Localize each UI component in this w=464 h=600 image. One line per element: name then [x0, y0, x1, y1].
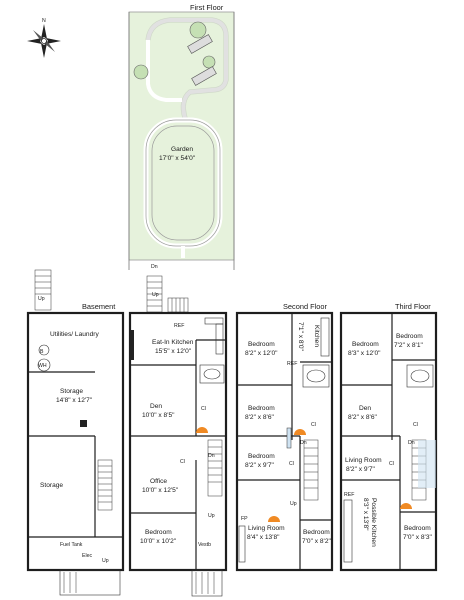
second-cl-label: Cl: [311, 422, 316, 428]
first-ref-label: REF: [174, 323, 184, 329]
first-room-2-name: Den: [150, 403, 162, 410]
basement-title: Basement: [82, 302, 115, 311]
third-room-1-name: Bedroom: [352, 341, 379, 348]
fireplace-marker-icon: [196, 427, 208, 433]
first-cl2-label: Cl: [180, 459, 185, 465]
first-up-label: Up: [208, 513, 215, 519]
compass-north-label: N: [42, 18, 46, 24]
basement-up-label: Up: [38, 296, 45, 302]
third-room-1-dims: 8'3" x 12'0": [348, 350, 381, 357]
tree-icon: [133, 64, 149, 80]
third-floor-title: Third Floor: [395, 302, 431, 311]
first-cl-label: Cl: [201, 406, 206, 412]
second-floor-title: Second Floor: [283, 302, 327, 311]
second-room-3-dims: 8'2" x 8'6": [245, 414, 274, 421]
second-up-label: Up: [290, 501, 297, 507]
third-room-6-name: Bedroom: [404, 525, 431, 532]
second-room-6-dims: 7'0" x 8'2": [302, 538, 331, 545]
third-room-6-dims: 7'0" x 8'3": [403, 534, 432, 541]
second-room-4-name: Bedroom: [248, 453, 275, 460]
third-dn-label: Dn: [408, 440, 415, 446]
third-room-2-name: Bedroom: [396, 333, 423, 340]
second-room-1-dims: 8'2" x 12'0": [245, 350, 278, 357]
second-room-2-name: Kitchen: [313, 325, 320, 347]
basement-fuel-label: Fuel Tank: [60, 542, 83, 548]
second-room-4-dims: 8'2" x 9'7": [245, 462, 274, 469]
garden-dims: 17'0" x 54'0": [159, 155, 196, 162]
garden-stair-dn-label: Dn: [151, 264, 158, 270]
basement-room-3-name: Storage: [40, 482, 63, 489]
first-room-4-dims: 10'0" x 10'2": [140, 538, 177, 545]
lounge-chair-icon: [187, 34, 213, 54]
first-room-3-dims: 10'0" x 12'5": [142, 487, 179, 494]
first-room-1-dims: 15'5" x 12'0": [155, 348, 192, 355]
first-room-1-name: Eat-In Kitchen: [152, 339, 194, 346]
tree-icon: [202, 55, 216, 69]
second-dn-label: Dn: [300, 440, 307, 446]
second-room-2-dims: 7'1" x 8'0": [297, 322, 304, 351]
basement-boiler-label: B: [40, 349, 44, 355]
first-room-4-name: Bedroom: [145, 529, 172, 536]
tree-icon: [189, 21, 207, 39]
second-room-5-name: Living Room: [248, 525, 285, 532]
third-room-3-dims: 8'2" x 8'6": [348, 414, 377, 421]
third-floor-plan: [339, 311, 438, 572]
first-room-3-name: Office: [150, 478, 167, 485]
fireplace-marker-icon: [294, 429, 306, 435]
basement-up2-label: Up: [102, 558, 109, 564]
first-dn-label: Dn: [208, 453, 215, 459]
third-room-4-dims: 8'2" x 9'7": [346, 466, 375, 473]
third-room-2-dims: 7'2" x 8'1": [394, 342, 423, 349]
basement-room-2-name: Storage: [60, 388, 83, 395]
basement-room-1-name: Utilities/ Laundry: [50, 331, 99, 338]
first-room-2-dims: 10'0" x 8'5": [142, 412, 175, 419]
first-floor-plan: [128, 311, 228, 597]
second-room-6-name: Bedroom: [303, 529, 330, 536]
fireplace-marker-icon: [268, 516, 280, 522]
second-fp-label: FP: [241, 516, 248, 522]
second-room-3-name: Bedroom: [248, 405, 275, 412]
first-floor-title: First Floor: [190, 3, 224, 12]
garden-area: [128, 11, 235, 270]
basement-room-2-dims: 14'8" x 12'7": [56, 397, 93, 404]
second-floor-plan: [235, 311, 334, 572]
fireplace-marker-icon: [400, 503, 412, 509]
third-cl-label: Cl: [413, 422, 418, 428]
basement-wh-label: WH: [38, 363, 47, 369]
second-ref-label: REF: [287, 361, 297, 367]
basement-elec-label: Elec: [82, 553, 92, 559]
garden-stair-up-label: Up: [152, 292, 159, 298]
first-vestb-label: Vestb: [198, 542, 211, 548]
third-ref-label: REF: [344, 492, 354, 498]
garden-label: Garden: [171, 146, 193, 153]
third-room-3-name: Den: [359, 405, 371, 412]
third-room-5-dims: 8'3" x 13'8": [362, 498, 369, 531]
second-room-5-dims: 8'4" x 13'8": [247, 534, 280, 541]
basement-plan: [26, 269, 125, 596]
lounge-chair-icon: [191, 66, 217, 86]
compass-rose: N: [27, 18, 61, 58]
third-cl2-label: Cl: [389, 461, 394, 467]
second-cl2-label: Cl: [289, 461, 294, 467]
garden-stair: [146, 275, 189, 313]
second-room-1-name: Bedroom: [248, 341, 275, 348]
third-room-4-name: Living Room: [345, 457, 382, 464]
third-room-5-name: Possible Kitchen: [370, 498, 377, 547]
